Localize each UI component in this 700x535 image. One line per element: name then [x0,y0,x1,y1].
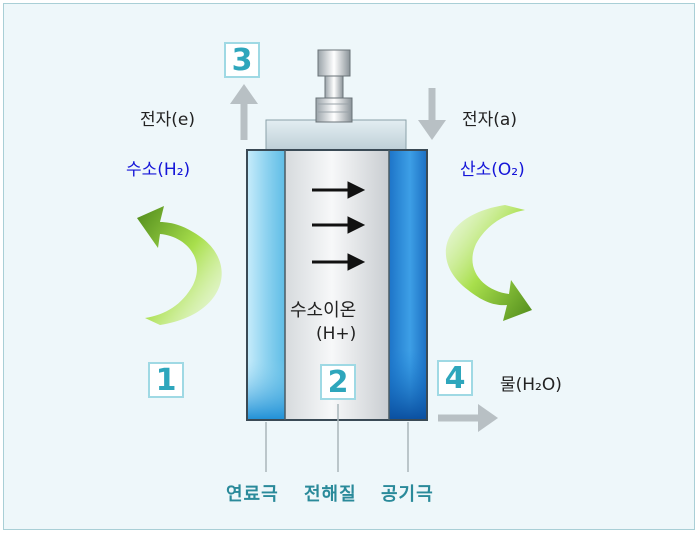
bolt-connector-icon [315,49,353,123]
water-out-arrow-icon [438,404,498,432]
up-arrow-icon [230,84,258,140]
electron-right-label: 전자(a) [462,110,517,130]
fuel-electrode-label: 연료극 [226,484,279,505]
water-label: 물(H₂O) [500,375,562,395]
curved-arrow-icon [445,205,532,321]
electrolyte-label: 전해질 [304,484,357,505]
step-4-badge: 4 [437,360,473,396]
electron-left-label: 전자(e) [140,110,196,130]
top-plate [265,119,407,153]
curved-arrow-icon [137,206,222,325]
hydrogen-ion-label: 수소이온 [290,300,357,321]
step-3-badge: 3 [224,42,260,78]
hydrogen-ion-formula: (H+) [316,324,357,344]
step-1-badge: 1 [148,362,184,398]
step-2-badge: 2 [320,364,356,400]
air-electrode-label: 공기극 [381,484,434,505]
oxygen-label: 산소(O₂) [460,160,525,180]
down-arrow-icon [418,88,446,140]
component-leader-lines [265,404,409,472]
hydrogen-label: 수소(H₂) [126,160,191,180]
right-arrow-icon [312,181,366,271]
